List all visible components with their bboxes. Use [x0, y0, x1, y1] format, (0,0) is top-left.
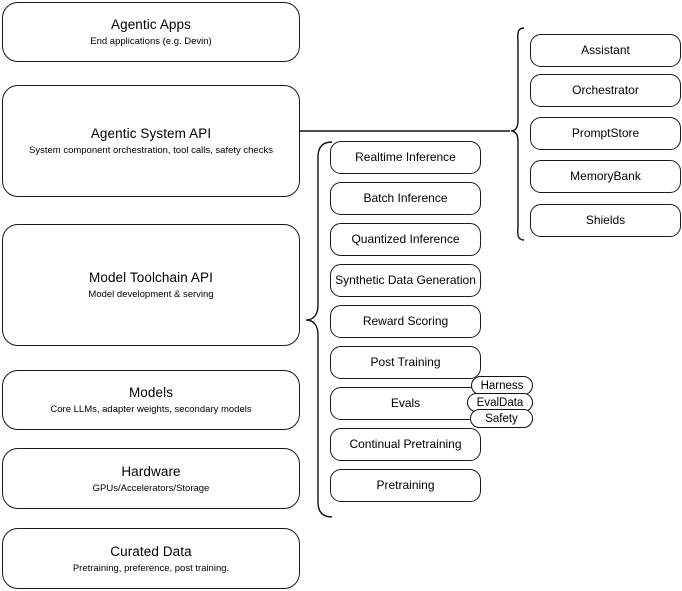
layer-subtitle: System component orchestration, tool cal…	[29, 145, 273, 156]
layer-title: Agentic Apps	[110, 17, 191, 32]
evals-pill-label: Safety	[485, 412, 518, 425]
layer-subtitle: Core LLMs, adapter weights, secondary mo…	[50, 404, 252, 415]
layer-title: Curated Data	[110, 543, 192, 559]
layer-title: Models	[128, 385, 174, 400]
toolchain-capabilities-brace	[305, 141, 333, 518]
capability-realtime-inference[interactable]: Realtime Inference	[330, 141, 481, 174]
system-component-label: Assistant	[581, 43, 630, 57]
layer-curated-data[interactable]: Curated Data Pretraining, preference, po…	[2, 528, 300, 589]
layer-subtitle: Pretraining, preference, post training.	[72, 562, 230, 574]
capability-post-training[interactable]: Post Training	[330, 346, 481, 379]
capability-evals[interactable]: Evals	[330, 387, 481, 420]
system-component-label: MemoryBank	[570, 169, 641, 183]
capability-label: Reward Scoring	[362, 314, 449, 328]
layer-models[interactable]: Models Core LLMs, adapter weights, secon…	[2, 370, 300, 430]
system-component-assistant[interactable]: Assistant	[530, 34, 681, 67]
layer-hardware[interactable]: Hardware GPUs/Accelerators/Storage	[2, 448, 300, 509]
evals-pill-safety[interactable]: Safety	[470, 409, 533, 428]
capability-label: Continual Pretraining	[349, 437, 462, 451]
system-components-brace	[510, 27, 525, 241]
evals-pill-label: Harness	[480, 379, 524, 392]
capability-label: Realtime Inference	[355, 150, 456, 164]
system-component-memorybank[interactable]: MemoryBank	[530, 160, 681, 193]
layer-title: Model Toolchain API	[89, 270, 213, 285]
system-component-shields[interactable]: Shields	[530, 204, 681, 237]
layer-model-toolchain-api[interactable]: Model Toolchain API Model development & …	[2, 224, 300, 346]
capability-pretraining[interactable]: Pretraining	[330, 469, 481, 502]
evals-pill-label: EvalData	[476, 396, 524, 409]
capability-batch-inference[interactable]: Batch Inference	[330, 182, 481, 215]
capability-continual-pretraining[interactable]: Continual Pretraining	[330, 428, 481, 461]
capability-label: Synthetic Data Generation	[335, 273, 476, 287]
capability-label: Quantized Inference	[351, 232, 460, 246]
system-component-label: PromptStore	[571, 126, 640, 140]
capability-label: Evals	[390, 396, 421, 410]
layer-agentic-system-api[interactable]: Agentic System API System component orch…	[2, 85, 300, 197]
capability-label: Batch Inference	[363, 191, 448, 205]
system-component-promptstore[interactable]: PromptStore	[530, 117, 681, 150]
system-component-orchestrator[interactable]: Orchestrator	[530, 74, 681, 107]
capability-quantized-inference[interactable]: Quantized Inference	[330, 223, 481, 256]
layer-subtitle: GPUs/Accelerators/Storage	[92, 482, 210, 494]
layer-title: Hardware	[121, 463, 181, 479]
system-component-label: Shields	[585, 213, 626, 227]
capability-synthetic-data-generation[interactable]: Synthetic Data Generation	[330, 264, 481, 297]
capability-label: Post Training	[370, 355, 441, 369]
capability-reward-scoring[interactable]: Reward Scoring	[330, 305, 481, 338]
layer-subtitle: End applications (e.g. Devin)	[90, 36, 212, 47]
capability-label: Pretraining	[376, 478, 435, 492]
layer-title: Agentic System API	[90, 126, 212, 141]
layer-subtitle: Model development & serving	[88, 289, 214, 300]
layer-agentic-apps[interactable]: Agentic Apps End applications (e.g. Devi…	[2, 2, 300, 62]
system-component-label: Orchestrator	[572, 83, 639, 97]
